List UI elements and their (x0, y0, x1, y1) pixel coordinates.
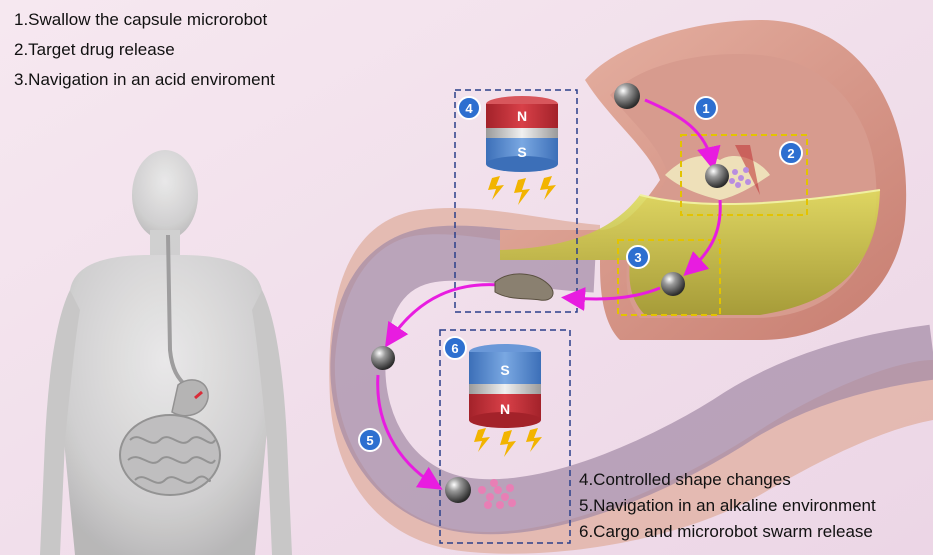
step-markers: 1 2 3 4 5 6 (358, 96, 803, 452)
lightning-icon (474, 428, 542, 457)
magnet-bottom: S N (469, 344, 542, 457)
caption-step-6: 6.Cargo and microrobot swarm release (579, 522, 873, 541)
region-box-3 (617, 239, 721, 316)
caption-step-1: 1.Swallow the capsule microrobot (14, 10, 268, 29)
magnet-box-4 (454, 89, 578, 313)
step-marker-1-label: 1 (702, 101, 709, 116)
magnet-bottom-lower-label: N (500, 401, 510, 417)
step-marker-4: 4 (457, 96, 481, 120)
step-marker-2: 2 (779, 141, 803, 165)
magnet-top-upper-label: N (517, 108, 527, 124)
body-intestines (119, 414, 221, 496)
microrobot-ball (705, 164, 729, 188)
magnet-top-lower-label: S (517, 144, 526, 160)
caption-step-2: 2.Target drug release (14, 40, 175, 59)
lightning-icon (488, 176, 556, 205)
microrobot-ball (614, 83, 640, 109)
magnet-box-6 (439, 329, 571, 544)
duodenum (329, 207, 933, 554)
deformed-microrobot (494, 273, 554, 301)
step-marker-3-label: 3 (634, 250, 641, 265)
magnet-top: N S (486, 96, 558, 205)
step-marker-6: 6 (443, 336, 467, 360)
drug-cargo (729, 167, 751, 188)
step-marker-5: 5 (358, 428, 382, 452)
step-marker-3: 3 (626, 245, 650, 269)
caption-step-3: 3.Navigation in an acid enviroment (14, 70, 275, 89)
caption-step-5: 5.Navigation in an alkaline environment (579, 496, 876, 515)
step-marker-1: 1 (694, 96, 718, 120)
path-arrows (376, 98, 722, 490)
human-body (40, 150, 292, 555)
caption-step-4: 4.Controlled shape changes (579, 470, 791, 489)
microrobot-ball (371, 346, 395, 370)
microrobot-ball (661, 272, 685, 296)
step-marker-6-label: 6 (451, 341, 458, 356)
region-box-2 (680, 134, 808, 216)
step-marker-2-label: 2 (787, 146, 794, 161)
step-marker-4-label: 4 (465, 101, 473, 116)
microrobot-ball (445, 477, 471, 503)
step-marker-5-label: 5 (366, 433, 373, 448)
swarm-cargo (478, 479, 516, 509)
magnet-bottom-upper-label: S (500, 362, 509, 378)
microrobots (371, 83, 751, 509)
